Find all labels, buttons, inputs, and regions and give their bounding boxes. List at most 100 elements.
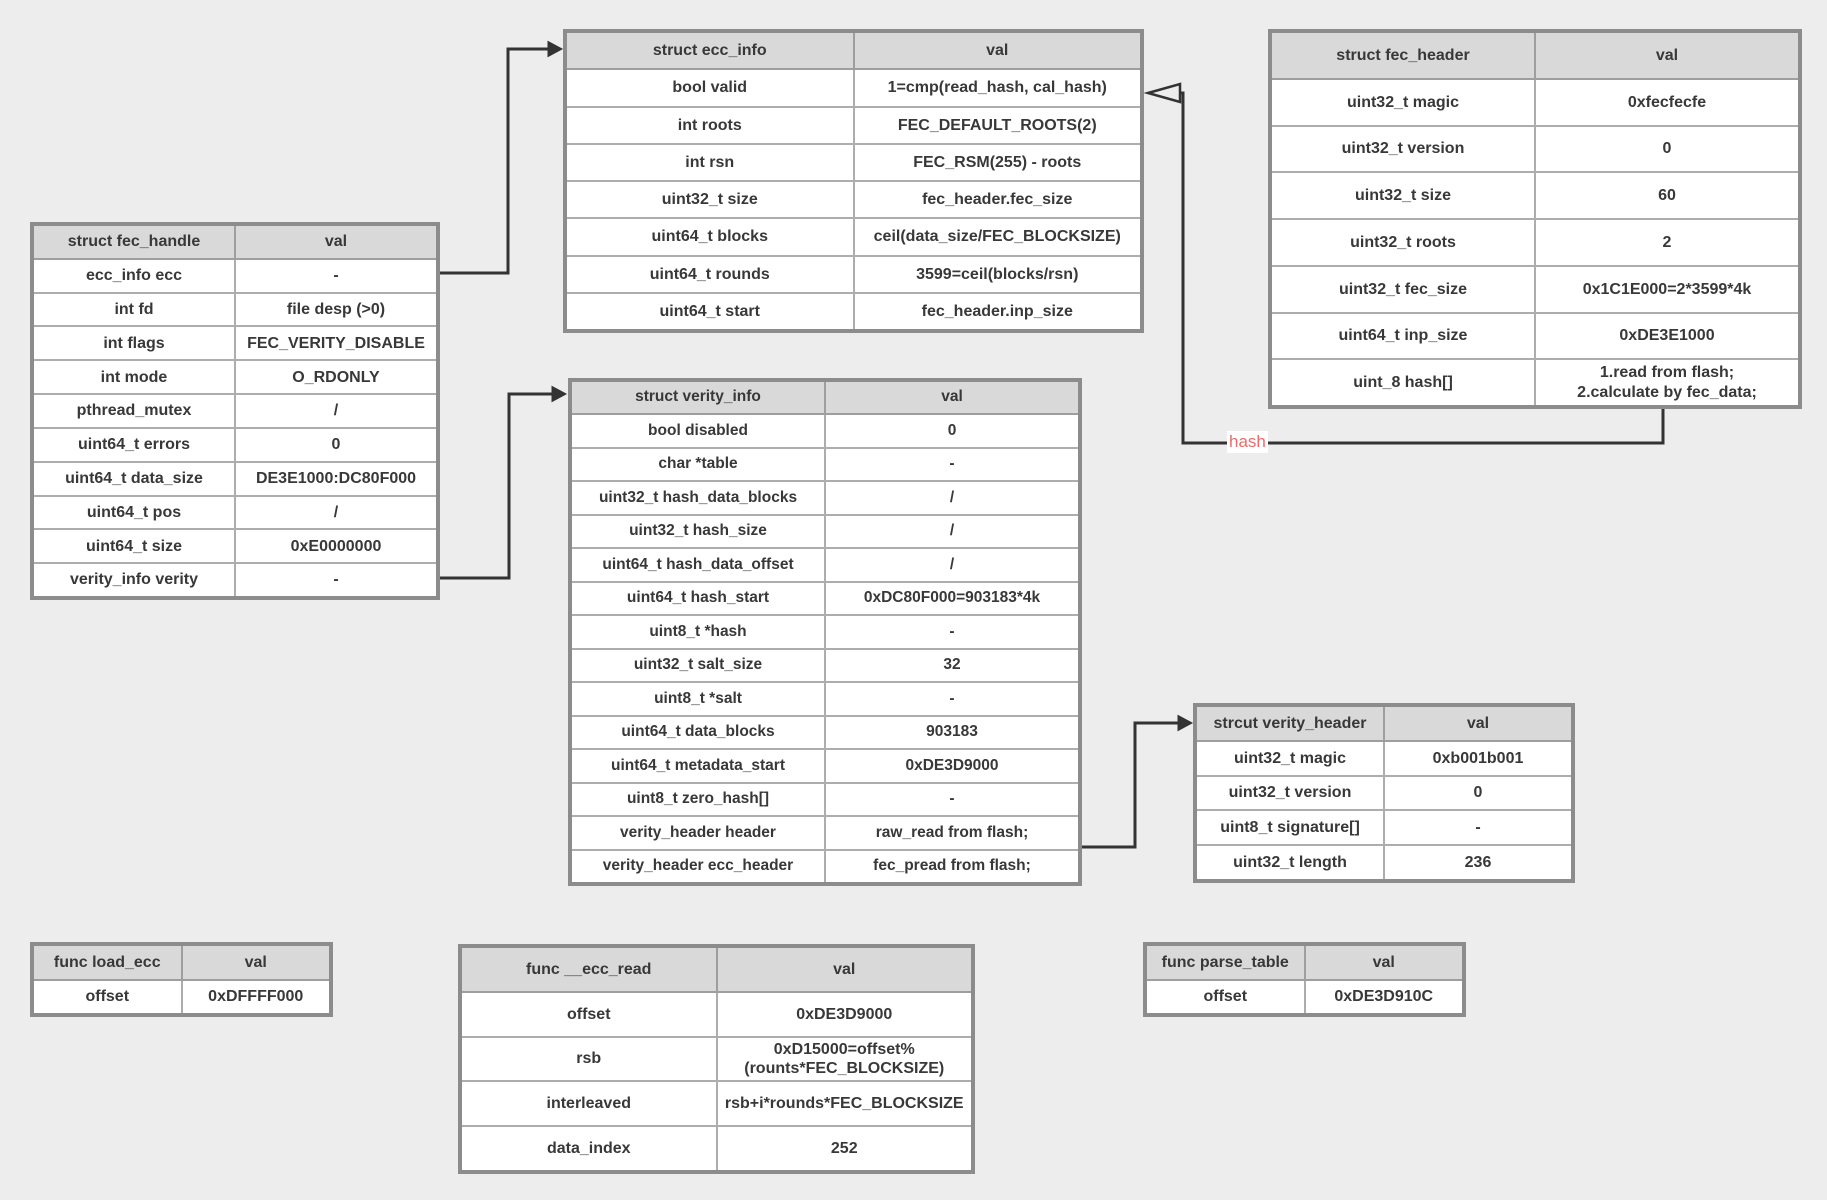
- table-row: uint64_t pos/: [34, 494, 436, 529]
- field-cell: uint64_t data_size: [65, 470, 203, 487]
- table-header-row: strcut verity_header val: [1197, 707, 1571, 742]
- field-cell: uint32_t salt_size: [633, 656, 763, 674]
- field-cell: uint64_t rounds: [649, 265, 770, 283]
- field-cell: uint64_t data_blocks: [621, 723, 775, 741]
- value-cell: 0xDE3D9000: [824, 750, 1078, 782]
- field-cell: uint64_t start: [659, 302, 760, 320]
- value-cell: fec_pread from flash;: [824, 850, 1078, 883]
- value-cell: 2: [1534, 220, 1798, 265]
- arrow-fec-handle-to-ecc-info: [440, 47, 549, 275]
- field-cell: uint64_t hash_data_offset: [602, 555, 794, 573]
- table-header-row: struct fec_handle val: [34, 226, 436, 260]
- table-title: func __ecc_read: [526, 960, 652, 978]
- table-title: struct ecc_info: [652, 42, 767, 60]
- field-cell: uint64_t pos: [86, 503, 182, 521]
- field-cell: int rsn: [685, 153, 735, 171]
- value-cell: ceil(data_size/FEC_BLOCKSIZE): [852, 219, 1141, 255]
- value-cell: 236: [1383, 846, 1571, 879]
- table-row: uint_8 hash[]1.read from flash; 2.calcul…: [1272, 358, 1798, 405]
- table-row: uint32_t hash_data_blocks/: [572, 480, 1078, 514]
- value-cell: 0xD15000=offset% (rounts*FEC_BLOCKSIZE): [715, 1037, 972, 1081]
- field-cell: uint32_t size: [1354, 187, 1452, 205]
- table-row: uint64_t rounds 3599=ceil(blocks/rsn): [567, 254, 1141, 292]
- table-row: ecc_info ecc -: [34, 259, 436, 292]
- table-fec-handle: struct fec_handle val ecc_info ecc-int f…: [30, 222, 440, 600]
- table-row: uint8_t *hash-: [572, 614, 1078, 648]
- value-cell: /: [234, 395, 436, 427]
- value-cell: -: [1383, 811, 1571, 845]
- table-row: uint64_t data_size DE3E1000:DC80F000: [34, 460, 436, 495]
- table-row: uint8_t zero_hash[]-: [572, 781, 1078, 816]
- value-cell: -: [234, 259, 436, 292]
- value-cell: O_RDONLY: [234, 361, 436, 394]
- field-cell: uint8_t *salt: [654, 689, 742, 707]
- value-cell: /: [824, 482, 1078, 514]
- field-cell: pthread_mutex: [76, 402, 192, 420]
- value-cell: 3599=ceil(blocks/rsn): [852, 256, 1141, 292]
- value-cell: -: [824, 783, 1078, 816]
- field-cell: uint64_t hash_start: [626, 589, 770, 607]
- value-cell: /: [824, 549, 1078, 581]
- value-cell: 903183: [824, 716, 1078, 749]
- value-cell: DE3E1000:DC80F000: [234, 462, 436, 495]
- val-column-header: val: [1303, 946, 1463, 979]
- table-row: uint64_t size 0xE0000000: [34, 528, 436, 563]
- field-cell: uint64_t size: [85, 537, 183, 555]
- value-cell: FEC_VERITY_DISABLE: [234, 327, 436, 360]
- table-row: offset 0xDE3D9000: [462, 992, 972, 1036]
- val-column-header: val: [824, 382, 1078, 414]
- field-cell: uint64_t metadata_start: [610, 756, 785, 774]
- value-cell: 60: [1534, 173, 1798, 218]
- field-cell: rsb: [576, 1050, 602, 1068]
- field-cell: char *table: [658, 455, 738, 473]
- value-cell: 0xDE3D9000: [715, 992, 972, 1036]
- val-column-header: val: [234, 226, 436, 258]
- field-cell: offset: [566, 1005, 611, 1023]
- value-cell: 0xfecfecfe: [1534, 79, 1798, 125]
- table-row: pthread_mutex /: [34, 393, 436, 427]
- value-cell: 0: [1534, 126, 1798, 172]
- field-cell: interleaved: [546, 1095, 631, 1113]
- value-cell: -: [234, 564, 436, 596]
- field-cell: verity_info verity: [69, 571, 199, 589]
- value-cell: 0xDE3D910C: [1303, 980, 1463, 1013]
- value-cell: file desp (>0): [234, 293, 436, 326]
- val-column-header: val: [1383, 707, 1571, 740]
- table-title: struct fec_header: [1336, 46, 1470, 64]
- table-row: verity_info verity -: [34, 562, 436, 596]
- field-cell: offset: [85, 988, 130, 1006]
- field-cell: int roots: [677, 116, 742, 134]
- field-cell: uint32_t version: [1228, 784, 1352, 802]
- value-cell: -: [824, 448, 1078, 481]
- field-cell: uint32_t hash_size: [629, 522, 767, 540]
- arrowhead-ecc-info: [547, 40, 564, 58]
- field-cell: uint32_t magic: [1346, 93, 1460, 111]
- arrow-hash-to-ecc-info: [1180, 91, 1665, 445]
- field-cell: bool valid: [672, 79, 748, 97]
- value-cell: rsb+i*rounds*FEC_BLOCKSIZE: [715, 1082, 972, 1126]
- field-cell: ecc_info ecc: [85, 267, 183, 285]
- table-title: struct fec_handle: [67, 233, 201, 251]
- value-cell: 0xE0000000: [234, 530, 436, 563]
